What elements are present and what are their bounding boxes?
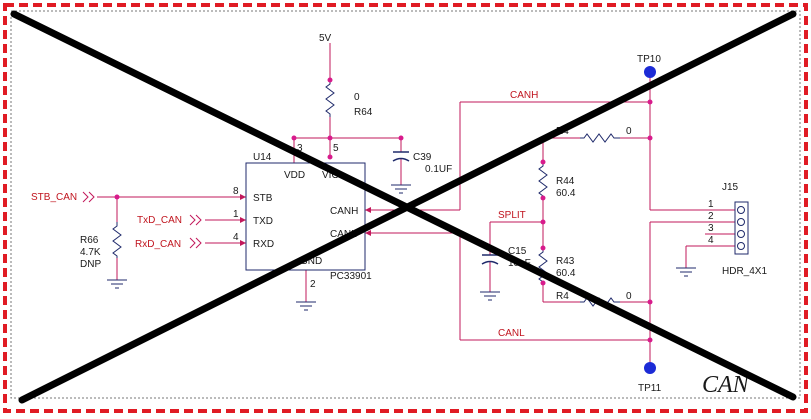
- c39-value: 0.1UF: [425, 164, 452, 175]
- j15-body: [734, 201, 749, 255]
- r64-symbol: [325, 80, 335, 117]
- u14-pin-rxd: RXD: [253, 239, 274, 250]
- net-arrows: [82, 191, 202, 249]
- r44-ref: R44: [556, 176, 575, 187]
- tp10-label: TP10: [637, 54, 661, 65]
- r-top-value: 0: [626, 126, 632, 137]
- tp11-dot: [644, 362, 656, 374]
- r44-symbol: [538, 162, 548, 198]
- ground-u14: [296, 301, 316, 311]
- ground-r66: [107, 279, 127, 289]
- pin-arrowheads: [240, 194, 371, 246]
- c39-symbol: [392, 151, 410, 162]
- ground-c15: [480, 291, 500, 301]
- u14-pin-canh: CANH: [330, 206, 358, 217]
- r43-value: 60.4: [556, 268, 576, 279]
- r44-value: 60.4: [556, 188, 576, 199]
- r-bot-value: 0: [626, 291, 632, 302]
- u14-pin-txd: TXD: [253, 216, 273, 227]
- u14-pin-stb-number: 8: [233, 186, 239, 197]
- j15-pin-3: 3: [708, 223, 714, 234]
- r66-ref: R66: [80, 235, 99, 246]
- capacitor-symbols: [392, 151, 499, 265]
- u14-pin-gnd: GND: [300, 256, 322, 267]
- u14-body: [245, 162, 366, 271]
- u14-pin-vio: VIO: [322, 170, 339, 181]
- cross-out-mark: [10, 10, 797, 404]
- j15-ref: J15: [722, 182, 739, 193]
- tp11-label: TP11: [638, 383, 662, 394]
- j15-part: HDR_4X1: [722, 266, 767, 277]
- net-txd-can: TxD_CAN: [137, 215, 182, 226]
- j15-pin-2: 2: [708, 211, 714, 222]
- r64-value: 0: [354, 92, 360, 103]
- r66-note: DNP: [80, 259, 101, 270]
- r-bot-ref: R4: [556, 291, 569, 302]
- u14-pin-rxd-number: 4: [233, 232, 239, 243]
- c15-ref: C15: [508, 246, 527, 257]
- ground-c39: [391, 184, 411, 194]
- ground-symbols: [107, 184, 696, 311]
- u14-ref: U14: [253, 152, 272, 163]
- net-canl: CANL: [498, 328, 525, 339]
- net-rxd-can: RxD_CAN: [135, 239, 181, 250]
- c39-ref: C39: [413, 152, 432, 163]
- tp10-dot: [644, 66, 656, 78]
- sheet-title: CAN: [702, 372, 751, 398]
- u14-pin-gnd-number: 2: [310, 279, 316, 290]
- u14-pin-vdd: VDD: [284, 170, 305, 181]
- u14-pin-canl: CANL: [330, 229, 357, 240]
- j15-pin-circles: [737, 206, 745, 250]
- u14-part: PC33901: [330, 271, 372, 282]
- u14-pin-vio-number: 5: [333, 143, 339, 154]
- junction-dots: [114, 77, 653, 343]
- net-split: SPLIT: [498, 210, 526, 221]
- net-stb-can: STB_CAN: [31, 192, 77, 203]
- r43-ref: R43: [556, 256, 575, 267]
- r64-ref: R64: [354, 107, 373, 118]
- sheet-border: [3, 3, 808, 413]
- ground-j15: [676, 267, 696, 277]
- r66-value: 4.7K: [80, 247, 101, 258]
- j15-pin-1: 1: [708, 199, 714, 210]
- net-canh: CANH: [510, 90, 538, 101]
- u14-pin-txd-number: 1: [233, 209, 239, 220]
- u14-pin-stb: STB: [253, 193, 273, 204]
- r66-symbol: [112, 222, 122, 258]
- r-top-symbol: [580, 133, 620, 143]
- j15-pin-4: 4: [708, 235, 714, 246]
- power-5v-label: 5V: [319, 33, 332, 44]
- c15-symbol: [481, 254, 499, 265]
- u14-pin-vdd-number: 3: [297, 143, 303, 154]
- wires: [97, 43, 735, 368]
